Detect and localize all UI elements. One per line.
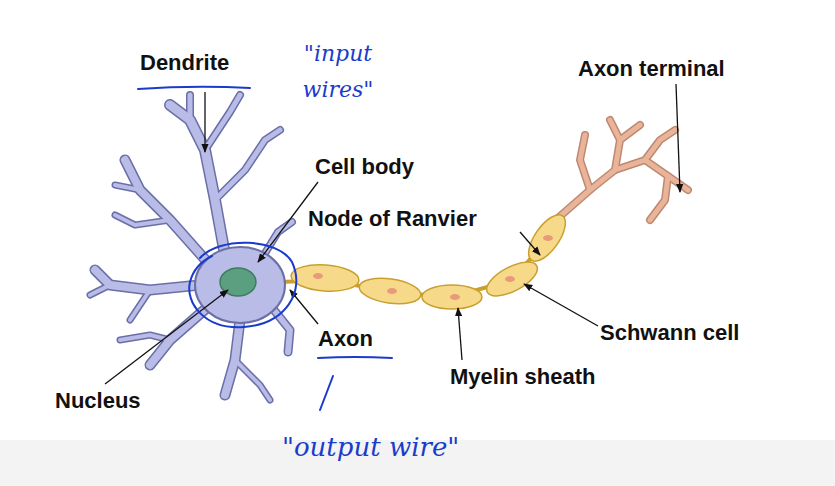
part-label: Axon (318, 326, 373, 352)
part-label: Schwann cell (600, 320, 739, 346)
part-label: Dendrite (140, 50, 229, 76)
handwritten-mark (138, 87, 392, 410)
handwritten-note: "input wires" (283, 36, 393, 108)
axon-terminal-shape (558, 120, 688, 220)
leader-line (105, 84, 680, 384)
part-label: Node of Ranvier (308, 206, 477, 232)
part-label: Myelin sheath (450, 364, 595, 390)
handwritten-note: "output wire" (282, 432, 459, 462)
part-label: Axon terminal (578, 56, 725, 82)
part-label: Cell body (315, 154, 414, 180)
dendrite-outline (90, 95, 292, 400)
schwann-nucleus (313, 235, 553, 300)
dendrite-fill (90, 95, 292, 400)
part-label: Nucleus (55, 388, 141, 414)
